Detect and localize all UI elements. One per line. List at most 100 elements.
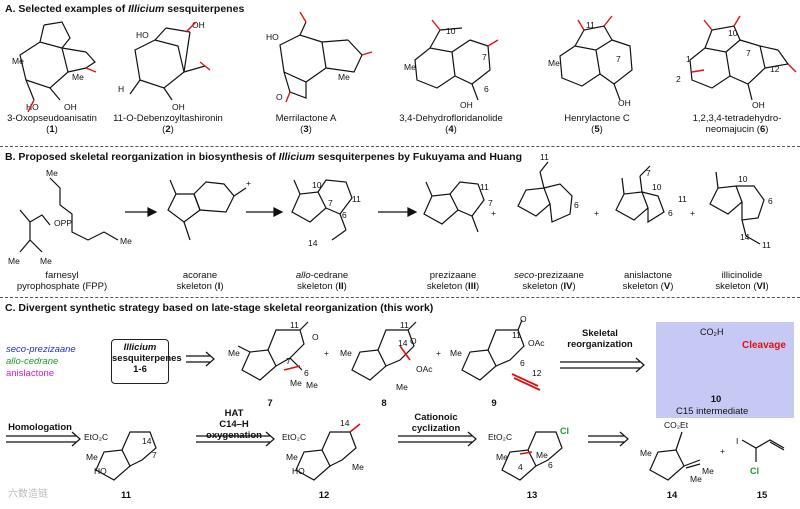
structure-2: [129, 27, 206, 101]
svg-text:1: 1: [686, 54, 691, 64]
compound-10-number: 10: [710, 394, 722, 405]
svg-text:6: 6: [574, 200, 579, 210]
svg-text:+: +: [690, 208, 695, 218]
compound-3-label: Merrilactone A(3): [275, 113, 337, 135]
svg-text:OH: OH: [460, 100, 473, 110]
svg-text:Cl: Cl: [750, 466, 759, 476]
structure-7: [237, 321, 309, 381]
svg-text:HO: HO: [136, 30, 149, 40]
watermark: 六数造链: [8, 489, 48, 500]
svg-text:+: +: [720, 446, 725, 456]
svg-text:Me: Me: [286, 452, 298, 462]
svg-text:OAc: OAc: [528, 338, 545, 348]
svg-text:O: O: [520, 314, 527, 324]
compound-13-number: 13: [526, 490, 538, 501]
svg-text:2: 2: [676, 74, 681, 84]
arrow-cationic: [398, 431, 477, 447]
arrow-3: [378, 207, 418, 217]
svg-text:7: 7: [616, 54, 621, 64]
svg-text:Me: Me: [46, 168, 58, 178]
svg-text:Me: Me: [548, 58, 560, 68]
svg-text:Me: Me: [536, 450, 548, 460]
compound-6-label: 1,2,3,4-tetradehydro-neomajucin (6): [692, 113, 782, 135]
co2h-group: CO₂H: [700, 327, 724, 337]
svg-text:Me: Me: [352, 462, 364, 472]
svg-text:6: 6: [484, 84, 489, 94]
svg-text:H: H: [118, 84, 124, 94]
svg-text:6: 6: [304, 368, 309, 378]
svg-text:+: +: [324, 348, 329, 358]
separator-b-c: [0, 297, 800, 298]
svg-text:HO: HO: [266, 32, 279, 42]
compound-14-number: 14: [666, 490, 678, 501]
svg-text:Me: Me: [340, 348, 352, 358]
structure-13: [501, 431, 563, 481]
svg-text:HO: HO: [292, 466, 305, 476]
svg-text:OAc: OAc: [416, 364, 433, 374]
svg-text:14: 14: [308, 238, 318, 248]
anislactone-structure: [615, 165, 665, 224]
structure-14: [649, 431, 701, 481]
svg-text:OH: OH: [172, 102, 185, 112]
svg-text:10: 10: [728, 28, 738, 38]
arrow-skeletal: [560, 357, 645, 373]
compound-12-number: 12: [318, 490, 330, 501]
svg-text:7: 7: [328, 198, 333, 208]
svg-text:11: 11: [540, 152, 549, 162]
arrow-box-to-7: [186, 351, 215, 367]
svg-text:Me: Me: [702, 466, 714, 476]
svg-text:+: +: [246, 178, 251, 188]
compound-1-label: 3-Oxopseudoanisatin(1): [7, 113, 97, 135]
svg-text:11: 11: [678, 194, 687, 204]
svg-text:Me: Me: [496, 452, 508, 462]
legend-allo-cedrane: allo-cedrane: [6, 356, 59, 367]
svg-text:10: 10: [652, 182, 662, 192]
homologation-label: Homologation: [8, 422, 72, 433]
arrow-to-14: [588, 431, 629, 447]
svg-text:Me: Me: [450, 348, 462, 358]
arrow-2: [246, 207, 284, 217]
svg-text:11: 11: [400, 320, 409, 330]
structure-12: [295, 431, 357, 481]
svg-text:14: 14: [740, 232, 750, 242]
svg-text:6: 6: [548, 460, 553, 470]
svg-text:6: 6: [768, 196, 773, 206]
svg-text:HO: HO: [94, 466, 107, 476]
svg-text:OH: OH: [192, 20, 205, 30]
svg-text:10: 10: [446, 26, 456, 36]
svg-text:4: 4: [518, 462, 523, 472]
svg-text:Me: Me: [396, 382, 408, 392]
svg-text:Me: Me: [306, 380, 318, 390]
svg-text:11: 11: [290, 320, 299, 330]
svg-text:11: 11: [762, 240, 771, 250]
svg-text:10: 10: [312, 180, 322, 190]
svg-text:7: 7: [746, 48, 751, 58]
svg-text:O: O: [410, 336, 417, 346]
arrow-hat: [196, 431, 275, 447]
svg-text:11: 11: [586, 20, 595, 30]
svg-text:11: 11: [352, 194, 361, 204]
compound-5-label: Henrylactone C(5): [564, 113, 630, 135]
section-c-title: C. Divergent synthetic strategy based on…: [5, 302, 434, 314]
svg-text:11: 11: [480, 182, 489, 192]
legend-anislactone: anislactone: [6, 368, 55, 379]
svg-text:Me: Me: [404, 62, 416, 72]
allo-cedrane-structure: [291, 179, 353, 241]
svg-text:Me: Me: [338, 72, 350, 82]
svg-text:14: 14: [142, 436, 152, 446]
arrow-1: [125, 207, 158, 217]
structure-11: [95, 431, 157, 481]
section-b-title: B. Proposed skeletal reorganization in b…: [5, 151, 522, 163]
svg-text:Me: Me: [72, 72, 84, 82]
svg-text:Me: Me: [8, 256, 20, 266]
svg-text:HO: HO: [26, 102, 39, 112]
skeleton-legend: seco-prezizaane allo-cedrane anislactone: [6, 344, 76, 380]
seco-prezizaane-structure: [517, 161, 573, 223]
